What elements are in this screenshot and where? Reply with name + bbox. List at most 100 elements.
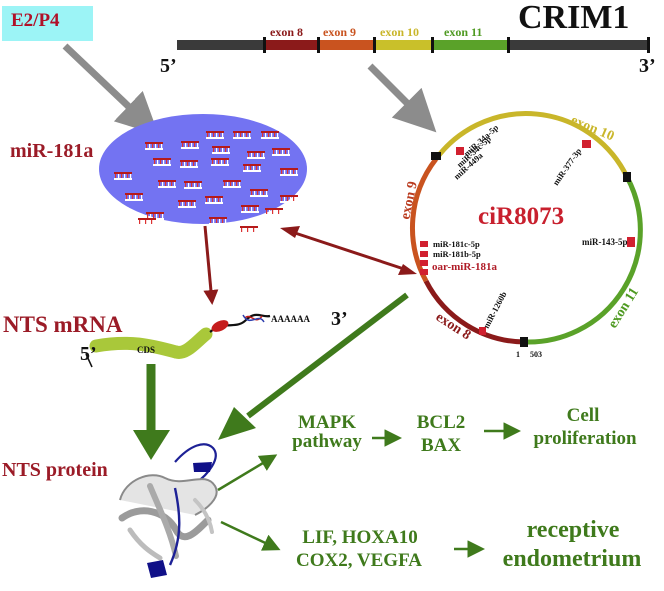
site-label-mir-181c-5p: miR-181c-5p	[433, 239, 480, 249]
site-marker	[582, 140, 591, 148]
pathway-mapk-2: pathway	[292, 431, 362, 452]
circ-exon10-label: exon 10	[568, 113, 616, 145]
mirna-duplex-icon	[233, 131, 251, 139]
protein-loop-top	[174, 443, 217, 484]
e2p4-arrow	[62, 43, 159, 136]
site-marker	[479, 327, 486, 335]
cox2-vegfa-label: COX2, VEGFA	[296, 550, 422, 571]
protein-helix-top	[193, 462, 212, 472]
mirna-duplex-icon	[181, 141, 199, 149]
mirna-duplex-icon	[184, 181, 202, 189]
exon11-bar-label: exon 11	[444, 25, 482, 39]
mirna-duplex-icon	[158, 180, 176, 188]
protein-strand	[147, 483, 179, 559]
mirna-duplex-icon	[138, 218, 156, 226]
gene-bar-tick	[647, 37, 650, 53]
mirna-ellipse	[99, 114, 307, 224]
site-label-mir-143-5p: miR-143-5p	[582, 237, 628, 247]
gene-name: CRIM1	[518, 0, 629, 36]
ring-exon9	[410, 157, 438, 283]
mirna-duplex-icon	[180, 160, 198, 168]
site-label-oar-mir-181a: oar-miR-181a	[432, 261, 497, 273]
mirna-duplex-icon	[247, 151, 265, 159]
mirna-duplex-icon	[280, 195, 298, 203]
mirna-duplex-icon	[114, 172, 132, 180]
protein-label: NTS protein	[2, 459, 108, 481]
mirna-duplex-icon	[153, 158, 171, 166]
mrna-five-prime: 5’	[80, 343, 97, 365]
protein-structure	[118, 443, 218, 578]
mirna-duplex-icon	[223, 180, 241, 188]
gene-five-prime: 5’	[160, 55, 177, 77]
ring-exon10	[433, 111, 630, 179]
receptive-label: receptive	[527, 517, 620, 543]
gene-three-prime: 3’	[639, 55, 656, 77]
mirna-duplex-icon	[272, 148, 290, 156]
gene-bar-tick	[317, 37, 320, 53]
exon9-bar-label: exon 9	[323, 25, 356, 39]
circ-coord-start: 1	[516, 350, 520, 359]
e2p4-label: E2/P4	[11, 10, 60, 31]
circrna-ring	[410, 111, 643, 347]
site-marker	[420, 269, 428, 275]
protein-to-mapk-arrow	[217, 454, 278, 492]
cell-label: Cell	[567, 405, 600, 426]
protein-strand	[127, 527, 163, 561]
mirna-duplex-icon	[178, 200, 196, 208]
mrna-mirna-binding	[211, 320, 229, 332]
gene-bar-exon8	[265, 40, 318, 50]
gene-bar	[177, 37, 650, 53]
gene-bar-tick	[431, 37, 434, 53]
pathway-bcl2: BCL2	[417, 412, 466, 433]
circ-coord-end: 503	[530, 350, 542, 359]
mrna-five-prime-tick	[85, 353, 93, 368]
ring-exon8	[423, 279, 526, 345]
sponge-arrowhead-left	[280, 226, 300, 238]
mrna-binding-loop	[242, 314, 265, 323]
mirna-duplex-icon	[209, 217, 227, 225]
circrna-name: ciR8073	[478, 203, 564, 230]
protein-sheet	[119, 474, 218, 516]
mrna-cds	[89, 336, 183, 359]
site-marker	[420, 260, 428, 266]
gene-bar-intron-left	[177, 40, 265, 50]
mirna-duplex-icon	[145, 142, 163, 150]
gene-bar-tick	[263, 37, 266, 53]
site-marker	[420, 251, 428, 257]
site-label-mir-181b-5p: miR-181b-5p	[433, 249, 481, 259]
endometrium-label: endometrium	[503, 546, 642, 572]
mirna-duplex-icon	[205, 196, 223, 204]
mirna-duplex-icon	[243, 164, 261, 172]
mrna-cds-label: CDS	[137, 345, 155, 355]
protein-loop-bottom	[168, 487, 181, 566]
e2p4-box	[2, 6, 93, 41]
site-label-mir-1260b: miR-1260b	[481, 290, 509, 330]
mirna-duplex-icon	[206, 131, 224, 139]
mirna-duplex-icon	[250, 189, 268, 197]
circ-to-protein-head	[218, 407, 256, 440]
mirna-duplex-icon	[261, 131, 279, 139]
protein-strand	[193, 498, 214, 534]
exon10-bar-label: exon 10	[380, 25, 419, 39]
site-marker	[456, 147, 464, 155]
mrna-label: NTS mRNA	[3, 312, 123, 337]
sponge-double-arrow	[291, 230, 405, 271]
ring-exon11	[524, 175, 643, 345]
mirna-to-mrna-arrow	[203, 225, 219, 305]
mirna-duplex-icon	[125, 193, 143, 201]
gene-to-circ-arrow	[367, 63, 437, 133]
protein-to-lif-arrow	[220, 520, 281, 551]
mirna-molecules	[114, 131, 298, 234]
mirna-duplex-icon	[211, 158, 229, 166]
mirna-label: miR-181a	[10, 140, 93, 162]
mrna-drawing: CDS AAAAAA 3’ 5’	[80, 308, 348, 368]
mirna-duplex-icon	[241, 205, 259, 213]
gene-bar-tick	[507, 37, 510, 53]
mirna-duplex-icon	[280, 168, 298, 176]
protein-helix-bottom	[147, 560, 167, 578]
mrna-to-protein-head	[133, 430, 170, 460]
gene-bar-exon9	[318, 40, 375, 50]
site-marker	[627, 237, 635, 247]
